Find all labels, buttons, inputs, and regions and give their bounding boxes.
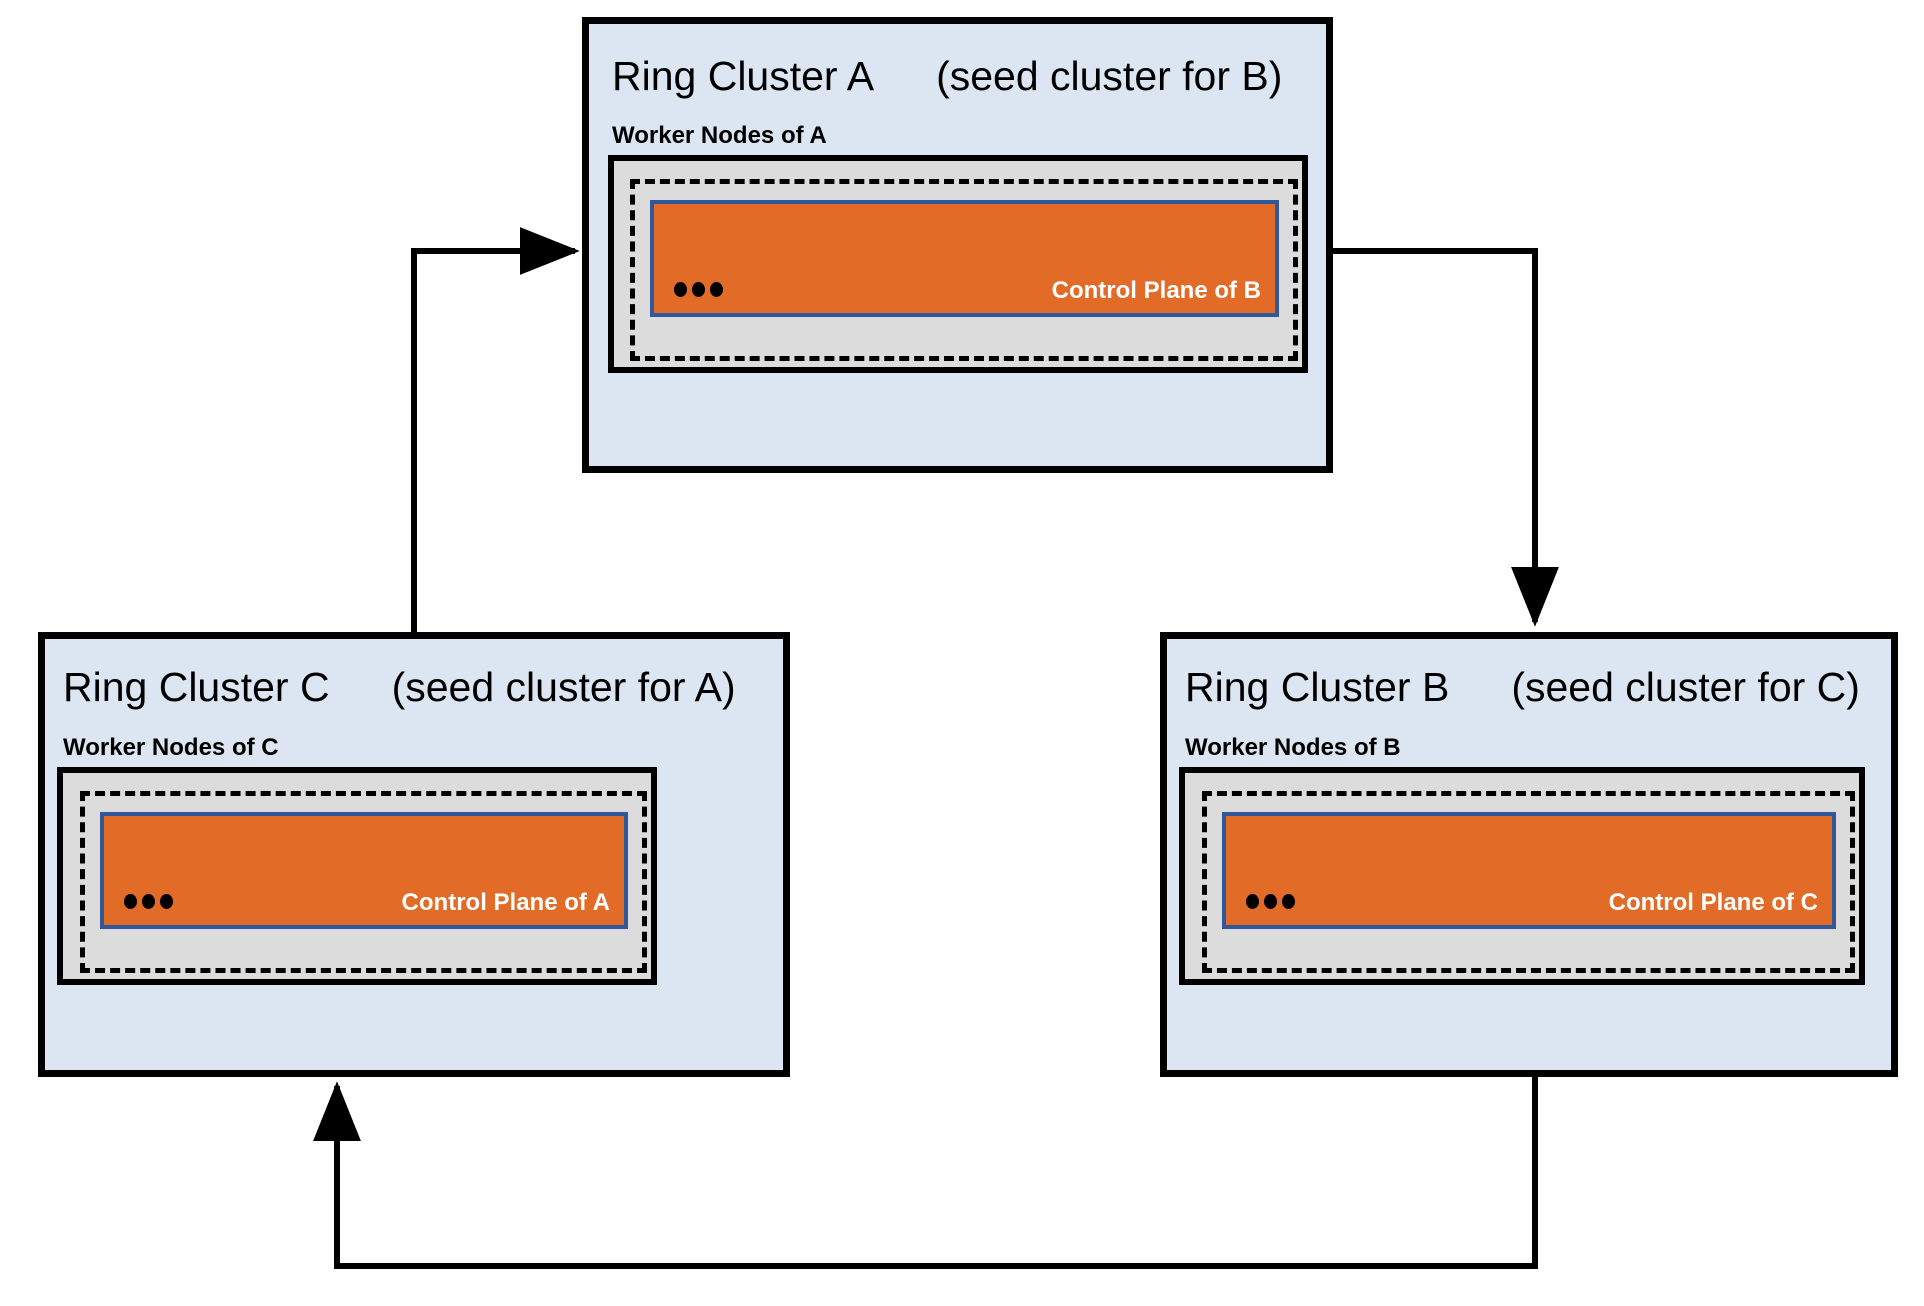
cluster-b-control-plane[interactable]: Control Plane of C <box>1222 812 1836 929</box>
dot <box>1246 894 1259 909</box>
cluster-b-worker-label: Worker Nodes of B <box>1185 734 1401 761</box>
cluster-a-node-group: Control Plane of B <box>630 179 1298 361</box>
dot <box>1264 894 1277 909</box>
dot <box>1282 894 1295 909</box>
cluster-c-ellipsis-dots <box>124 894 173 909</box>
cluster-a-name: Ring Cluster A <box>612 53 875 99</box>
cluster-a-control-plane-label: Control Plane of B <box>1051 277 1261 304</box>
cluster-c-title: Ring Cluster C (seed cluster for A) <box>63 667 736 708</box>
cluster-a-title: Ring Cluster A (seed cluster for B) <box>612 56 1282 97</box>
cluster-a-control-plane[interactable]: Control Plane of B <box>650 200 1279 317</box>
dot <box>160 894 173 909</box>
cluster-b-ellipsis-dots <box>1246 894 1295 909</box>
cluster-a-ellipsis-dots <box>674 282 723 297</box>
cluster-c-seed-note: (seed cluster for A) <box>391 664 736 710</box>
cluster-a-worker-label: Worker Nodes of A <box>612 122 827 149</box>
cluster-c-worker-nodes[interactable]: Control Plane of A <box>57 767 657 985</box>
cluster-b-name: Ring Cluster B <box>1185 664 1450 710</box>
cluster-c-control-plane-label: Control Plane of A <box>401 889 610 916</box>
cluster-a-worker-nodes[interactable]: Control Plane of B <box>608 155 1308 373</box>
dot <box>124 894 137 909</box>
cluster-b-worker-nodes[interactable]: Control Plane of C <box>1179 767 1865 985</box>
cluster-c-node-group: Control Plane of A <box>80 791 647 973</box>
cluster-a-seed-note: (seed cluster for B) <box>936 53 1283 99</box>
dot <box>674 282 687 297</box>
cluster-c-control-plane[interactable]: Control Plane of A <box>100 812 628 929</box>
cluster-c-worker-label: Worker Nodes of C <box>63 734 279 761</box>
cluster-b-node-group: Control Plane of C <box>1202 791 1855 973</box>
arrow-b-to-c <box>313 1077 1538 1269</box>
cluster-b-seed-note: (seed cluster for C) <box>1511 664 1860 710</box>
dot <box>692 282 705 297</box>
ring-cluster-c[interactable]: Ring Cluster C (seed cluster for A) Work… <box>38 632 790 1077</box>
ring-cluster-b[interactable]: Ring Cluster B (seed cluster for C) Work… <box>1160 632 1898 1077</box>
arrow-a-to-b <box>1333 248 1559 627</box>
ring-cluster-a[interactable]: Ring Cluster A (seed cluster for B) Work… <box>582 17 1333 473</box>
cluster-b-title: Ring Cluster B (seed cluster for C) <box>1185 667 1860 708</box>
dot <box>142 894 155 909</box>
arrow-c-to-a <box>411 227 580 632</box>
dot <box>710 282 723 297</box>
cluster-b-control-plane-label: Control Plane of C <box>1608 889 1818 916</box>
cluster-c-name: Ring Cluster C <box>63 664 330 710</box>
